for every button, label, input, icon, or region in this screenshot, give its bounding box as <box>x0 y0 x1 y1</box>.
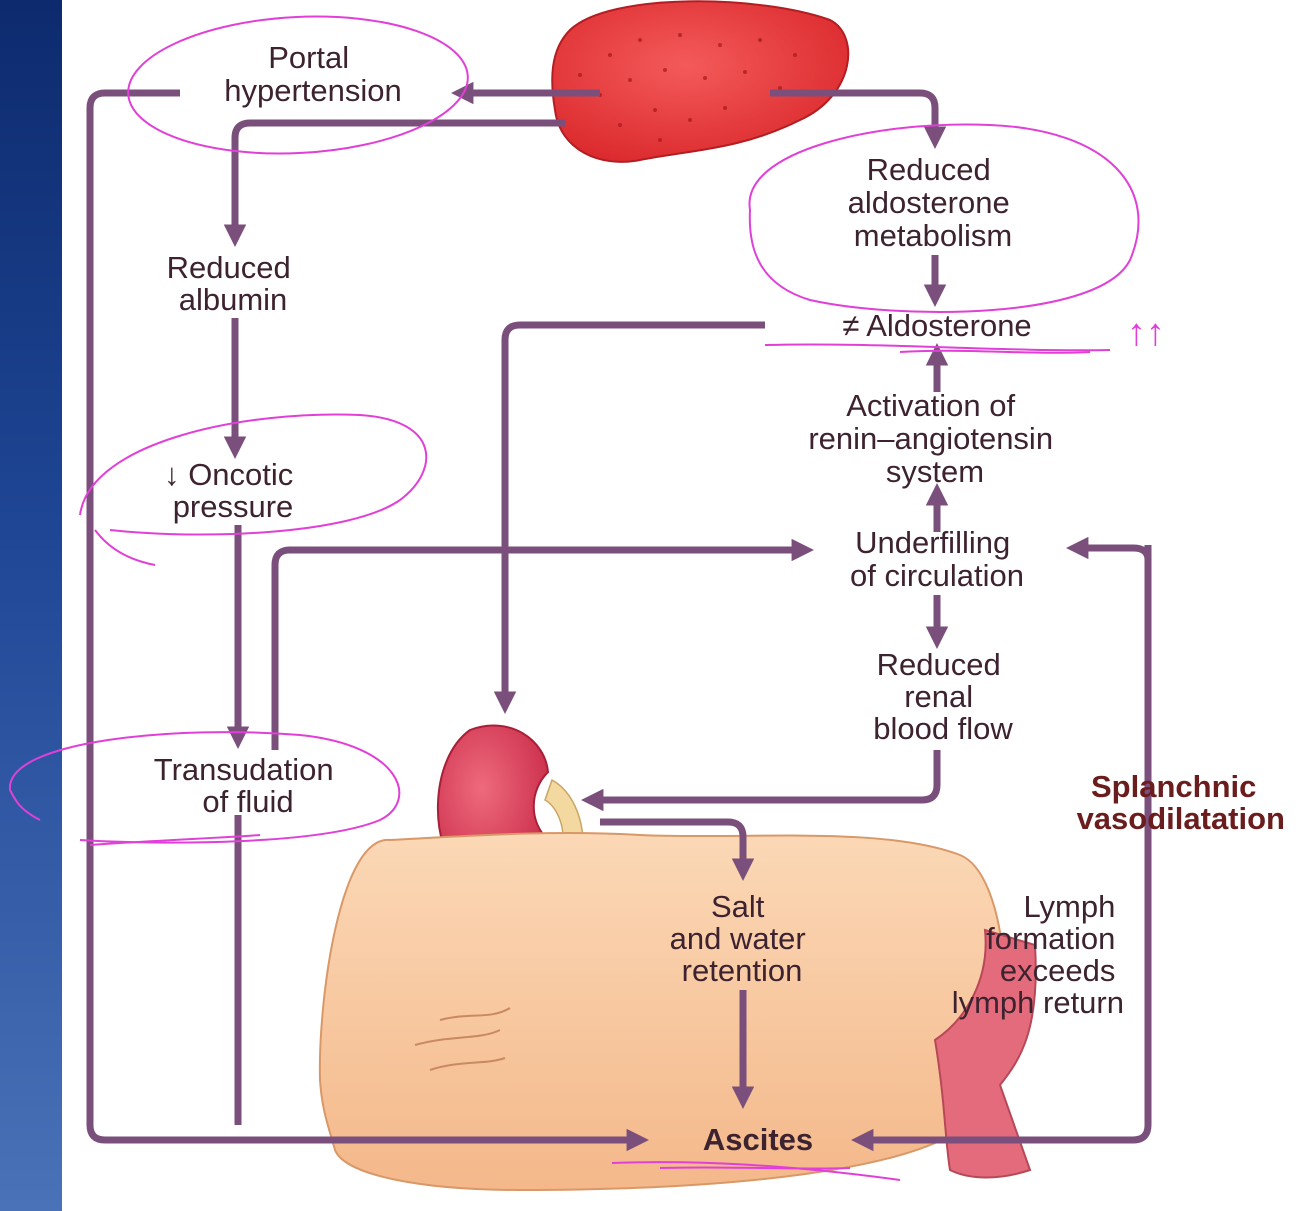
reduced-albumin-label: Reduced albumin <box>167 250 300 317</box>
liver-illustration <box>552 1 848 162</box>
reduced-aldosterone-metabolism-label: Reduced aldosterone metabolism <box>848 152 1019 253</box>
increase-annotation-arrows: ↑↑ <box>1127 312 1165 354</box>
aldosterone-label: ≠ Aldosterone <box>842 308 1031 343</box>
abdomen-illustration <box>320 833 1036 1190</box>
underfilling-label: Underfilling of circulation <box>850 525 1024 593</box>
splanchnic-vasodilatation-label: Splanchnic vasodilatation <box>1077 769 1285 836</box>
portal-hypertension-label: Portal hypertension <box>224 40 402 108</box>
renin-angiotensin-label: Activation of renin–angiotensin system <box>808 388 1061 489</box>
ascites-label: Ascites <box>703 1122 813 1157</box>
reduced-renal-blood-flow-label: Reduced renal blood flow <box>873 647 1013 746</box>
transudation-label: Transudation of fluid <box>154 752 342 819</box>
oncotic-pressure-label: ↓ Oncotic pressure <box>164 457 302 524</box>
